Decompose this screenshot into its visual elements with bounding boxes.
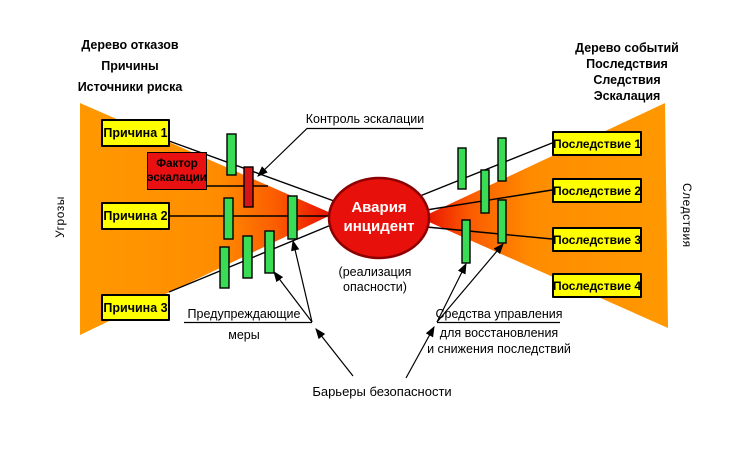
consequence-wedge xyxy=(420,103,668,328)
barrier-bar xyxy=(287,195,298,240)
barrier-bars xyxy=(219,133,507,289)
barrier-bar xyxy=(219,246,230,289)
recovery-line: Средства управления xyxy=(435,307,563,321)
barrier-bar xyxy=(226,133,237,176)
escalation-barrier-bar xyxy=(243,166,254,208)
preventive-pointer-2 xyxy=(291,239,313,323)
consequence-box-1: Последствие 1 xyxy=(552,131,642,156)
line-cause-3 xyxy=(168,217,349,293)
preventive-measures-label: Предупреждающие меры xyxy=(188,306,301,343)
header-line: Причины xyxy=(101,59,159,73)
header-line: Источники риска xyxy=(77,80,183,94)
recovery-line: и снижения последствий xyxy=(427,342,571,356)
header-line: Последствия xyxy=(586,57,668,71)
central-event-ellipse xyxy=(327,176,431,260)
central-event-line: инцидент xyxy=(343,218,415,235)
line-consequence-3 xyxy=(415,225,553,240)
header-line: Дерево событий xyxy=(575,41,679,55)
fault-tree-header: Дерево отказов Причины Источники риска xyxy=(78,35,183,98)
subtitle-line: (реализация xyxy=(338,265,412,279)
escalation-control-label: Контроль эскалации xyxy=(305,112,425,126)
callout-lines xyxy=(184,127,560,379)
recovery-pointer-2 xyxy=(436,243,504,323)
threats-side-label: Угрозы xyxy=(53,196,67,238)
header-line: Дерево отказов xyxy=(81,38,179,52)
preventive-line: Предупреждающие xyxy=(187,307,301,321)
cause-box-1: Причина 1 xyxy=(101,119,170,147)
line-cause-1 xyxy=(168,140,346,206)
recovery-controls-label: Средства управления для восстановления и… xyxy=(427,306,571,357)
header-line: Следствия xyxy=(593,73,661,87)
central-event-line: Авария xyxy=(351,199,407,216)
barrier-bar xyxy=(264,230,275,274)
cause-box-3: Причина 3 xyxy=(101,294,170,321)
barrier-bar xyxy=(223,197,234,240)
central-event-subtitle: (реализация опасности) xyxy=(339,265,412,295)
header-line: Эскалация xyxy=(593,89,661,103)
barrier-bar xyxy=(242,235,253,279)
event-lines xyxy=(168,140,553,293)
escalation-factor-box: Фактор эскалации xyxy=(147,152,207,190)
safety-barriers-label: Барьеры безопасности xyxy=(312,384,452,399)
consequence-box-2: Последствие 2 xyxy=(552,178,642,203)
barrier-bar xyxy=(497,199,507,244)
escalation-factor-line: эскалации xyxy=(147,172,207,184)
recovery-line: для восстановления xyxy=(439,326,559,340)
escalation-control-pointer xyxy=(257,127,423,177)
consequence-box-3: Последствие 3 xyxy=(552,227,642,252)
barrier-bar xyxy=(457,147,467,190)
central-event-label: Авария инцидент xyxy=(344,198,415,236)
barrier-bar xyxy=(497,137,507,182)
consequences-side-label: Следствия xyxy=(680,183,694,248)
preventive-pointer-1 xyxy=(273,271,313,323)
barriers-arrow-left xyxy=(315,328,354,377)
cause-box-2: Причина 2 xyxy=(101,202,170,230)
recovery-pointer-1 xyxy=(436,262,467,323)
barriers-arrow-right xyxy=(405,325,435,379)
threat-wedge xyxy=(80,103,333,335)
escalation-factor-line: Фактор xyxy=(156,158,198,170)
consequence-box-4: Последствие 4 xyxy=(552,273,642,298)
barrier-bar xyxy=(461,219,471,264)
subtitle-line: опасности) xyxy=(343,280,407,294)
barrier-bar xyxy=(480,169,490,214)
preventive-line: меры xyxy=(228,328,260,342)
event-tree-header: Дерево событий Последствия Следствия Эск… xyxy=(575,40,679,104)
